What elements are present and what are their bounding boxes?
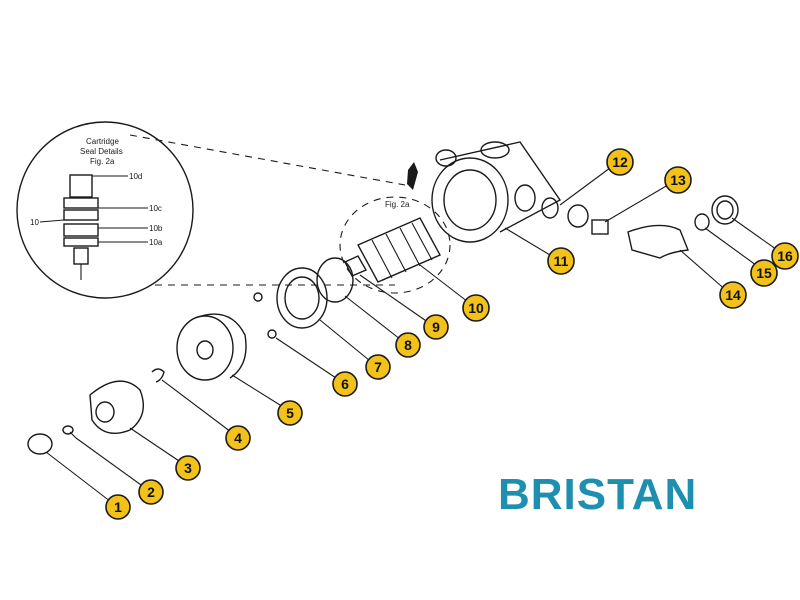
part-6-screws (253, 292, 277, 339)
inset-label-10: 10 (30, 218, 39, 227)
svg-text:13: 13 (670, 172, 686, 188)
cartridge-seal-inset: Cartridge Seal Details Fig. 2a 10d 10c 1… (16, 121, 194, 299)
inset-label-10a: 10a (149, 238, 163, 247)
svg-text:9: 9 (432, 319, 440, 335)
svg-text:8: 8 (404, 337, 412, 353)
part-15-washer (694, 213, 710, 231)
part-1-cap (27, 433, 53, 455)
inset-label-10c: 10c (149, 204, 162, 213)
part-8-oring (316, 257, 354, 303)
callout-10: 10 (462, 294, 490, 322)
inset-title-line1: Cartridge (86, 137, 119, 146)
part-12-ring (541, 197, 589, 228)
inset-label-10d: 10d (129, 172, 142, 181)
svg-text:3: 3 (184, 460, 192, 476)
svg-text:7: 7 (374, 359, 382, 375)
svg-text:16: 16 (777, 248, 793, 264)
inset-title-line3: Fig. 2a (90, 157, 115, 166)
svg-text:2: 2 (147, 484, 155, 500)
part-2-screw (62, 425, 77, 439)
svg-text:5: 5 (286, 405, 294, 421)
callout-4: 4 (225, 425, 251, 451)
callout-11: 11 (547, 247, 575, 275)
part-3-handle (89, 380, 144, 434)
bristan-logo: BRISTAN (498, 470, 698, 519)
svg-text:6: 6 (341, 376, 349, 392)
callout-9: 9 (423, 314, 449, 340)
callout-13: 13 (664, 166, 692, 194)
callout-12: 12 (606, 148, 634, 176)
part-16-nut (711, 195, 739, 225)
callout-7: 7 (365, 354, 391, 380)
svg-text:12: 12 (612, 154, 628, 170)
callout-5: 5 (277, 400, 303, 426)
svg-text:10: 10 (468, 300, 484, 316)
callout-8: 8 (395, 332, 421, 358)
svg-text:11: 11 (554, 253, 569, 269)
fig-2a-label: Fig. 2a (385, 200, 410, 209)
fig-2a-icon (407, 162, 418, 190)
callout-14: 14 (719, 281, 747, 309)
part-5-hub (176, 313, 247, 381)
callout-6: 6 (332, 371, 358, 397)
callout-15: 15 (750, 259, 778, 287)
part-10-cartridge (344, 217, 441, 283)
svg-text:15: 15 (756, 265, 772, 281)
part-14-elbow (627, 224, 689, 259)
callout-1: 1 (105, 494, 131, 520)
inset-title-line2: Seal Details (80, 147, 123, 156)
svg-text:1: 1 (114, 499, 122, 515)
svg-text:14: 14 (725, 287, 741, 303)
part-7-plate (276, 267, 328, 329)
callout-16: 16 (771, 242, 799, 270)
part-11-valve-body (431, 141, 562, 243)
part-13-strainer (591, 219, 609, 235)
leader-lines (45, 164, 781, 506)
inset-label-10b: 10b (149, 224, 163, 233)
part-4-clip (151, 368, 165, 383)
callout-3: 3 (175, 455, 201, 481)
svg-text:4: 4 (234, 430, 242, 446)
callout-2: 2 (138, 479, 164, 505)
